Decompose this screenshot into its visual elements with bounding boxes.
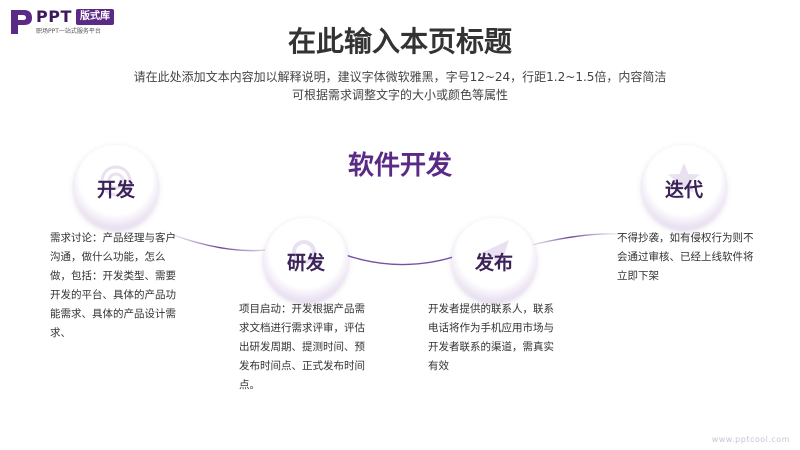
stage-label: 发布 xyxy=(474,252,513,274)
logo-tagline: 职场PPT一站式服务平台 xyxy=(36,28,101,35)
stage-description-iterate: 不得抄袭，如有侵权行为则不会通过审核、已经上线软件将立即下架 xyxy=(617,232,754,282)
page-title: 在此输入本页标题 xyxy=(287,25,512,58)
stage-description-research: 项目启动：开发根据产品需求文档进行需求评审，评估出研发周期、提测时间、预发布时间… xyxy=(239,303,365,391)
stage-label: 研发 xyxy=(286,252,325,274)
stage-node-develop: 开发 xyxy=(74,145,158,229)
stage-node-research: 研发 xyxy=(264,218,348,302)
page-subtitle: 请在此处添加文本内容加以解释说明，建议字体微软雅黑，字号12~24，行距1.2~… xyxy=(80,68,720,104)
stage-label: 开发 xyxy=(96,179,135,201)
logo-brand-text: PPT xyxy=(36,7,72,26)
stage-description-release: 开发者提供的联系人，联系电话将作为手机应用市场与开发者联系的渠道，需真实有效 xyxy=(428,303,554,372)
arc-right xyxy=(519,233,621,249)
stage-label: 迭代 xyxy=(664,179,703,201)
center-label: 软件开发 xyxy=(347,151,452,181)
paper-plane-icon xyxy=(479,240,509,268)
logo-mark-icon xyxy=(11,10,32,34)
star-icon xyxy=(668,163,700,193)
stage-node-iterate: 迭代 xyxy=(642,145,726,229)
logo-badge: 版式库 xyxy=(76,9,114,25)
brand-logo: PPT 版式库 职场PPT一站式服务平台 xyxy=(8,8,158,36)
subtitle-line-1: 请在此处添加文本内容加以解释说明，建议字体微软雅黑，字号12~24，行距1.2~… xyxy=(133,70,667,84)
watermark: www.pptcool.com xyxy=(711,435,790,444)
stage-description-develop: 需求讨论：产品经理与客户沟通，做什么功能，怎么做，包括：开发类型、需要开发的平台… xyxy=(50,232,176,339)
subtitle-line-2: 可根据需求调整文字的大小或颜色等属性 xyxy=(291,88,508,102)
stage-node-release: 发布 xyxy=(452,218,536,302)
arc-middle xyxy=(331,249,469,266)
search-icon xyxy=(292,240,322,270)
target-icon xyxy=(100,165,132,197)
